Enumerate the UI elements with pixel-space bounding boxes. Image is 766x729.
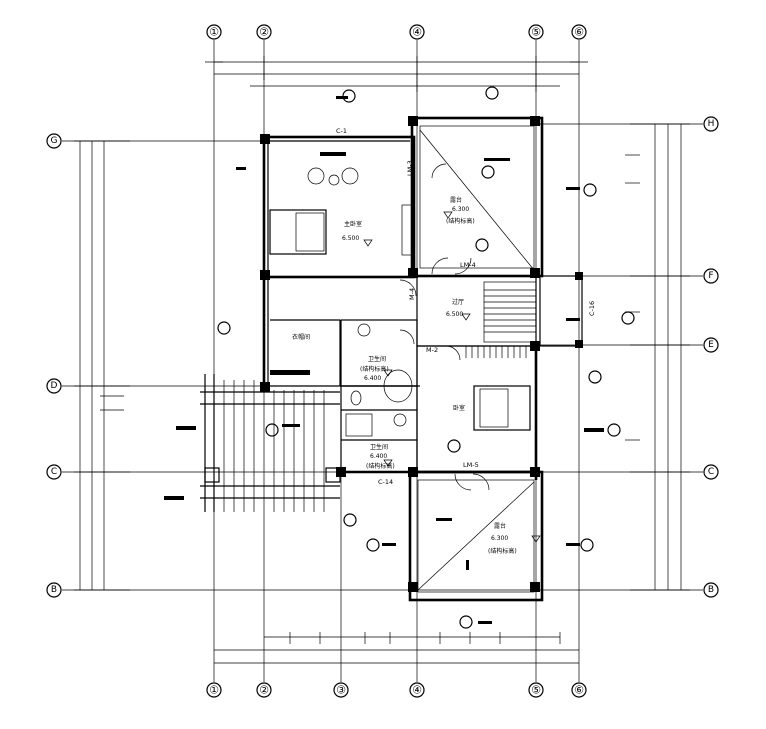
- axis-label-5-bottom: ⑤: [531, 684, 541, 697]
- axis-label-5-top: ⑤: [531, 26, 541, 39]
- room-labels: 主卧室 6.500 衣帽间 露台 6.300 (结构标高) 过厅 6.500 卫…: [292, 196, 517, 555]
- balcony-north-name: 露台: [450, 196, 462, 204]
- elevation-markers: [363, 211, 541, 543]
- bed: [473, 385, 531, 431]
- balcony-north-note: (结构标高): [446, 217, 475, 225]
- window-c14-label: C-14: [378, 478, 393, 486]
- axis-label-e: E: [708, 340, 714, 350]
- axis-label-g: G: [51, 136, 58, 146]
- column: [408, 116, 418, 126]
- column: [530, 341, 540, 351]
- axis-label-1-top: ①: [209, 26, 219, 39]
- column: [530, 467, 540, 477]
- opening-labels: C-1 LM-3 LM-4 LM-5 M-2 M-4 C-14 C-16: [336, 127, 596, 486]
- axis-label-b-right: B: [708, 585, 714, 595]
- annotation-tags: [164, 96, 604, 624]
- axis-label-c-left: C: [51, 467, 57, 477]
- axis-label-4-bottom: ④: [412, 684, 422, 697]
- axis-bubbles-bottom: [206, 682, 587, 698]
- bath-2-name: 卫生间: [370, 443, 388, 451]
- dimension-right: [625, 123, 690, 591]
- axis-bubbles-right: [703, 116, 719, 598]
- chair: [307, 167, 325, 185]
- axis-bubbles-top: [206, 24, 587, 40]
- dimension-left: [74, 140, 130, 591]
- window-c16-label: C-16: [588, 301, 596, 316]
- axis-label-6-top: ⑥: [574, 26, 584, 39]
- axis-label-1-bottom: ①: [209, 684, 219, 697]
- axis-label-3-bottom: ③: [336, 684, 346, 697]
- dimension-top: [205, 56, 588, 92]
- section-callouts: [217, 86, 635, 629]
- axis-label-4-top: ④: [412, 26, 422, 39]
- hall-elevation: 6.500: [446, 311, 463, 318]
- axis-label-2-top: ②: [259, 26, 269, 39]
- column: [260, 134, 270, 144]
- furniture: [269, 167, 531, 431]
- closet-name: 衣帽间: [292, 333, 310, 341]
- walls: [262, 116, 583, 602]
- column: [530, 116, 540, 126]
- staircase: [465, 281, 537, 358]
- door-lm4-label: LM-4: [460, 261, 476, 269]
- master-bedroom-name: 主卧室: [344, 220, 362, 228]
- column: [575, 340, 583, 348]
- structural-columns: [260, 116, 583, 592]
- balcony-north-elevation: 6.300: [452, 206, 469, 213]
- pergola: [200, 374, 341, 512]
- axis-label-f: F: [708, 271, 713, 281]
- column: [260, 382, 270, 392]
- axis-labels: ① ② ④ ⑤ ⑥ ① ② ③ ④ ⑤ ⑥ G H F E D C C B B: [51, 26, 715, 697]
- balcony-south-elevation: 6.300: [491, 535, 508, 542]
- bath-2-note: (结构标高): [366, 462, 395, 470]
- door-m2-label: M-2: [426, 346, 438, 354]
- bath-master-name: 卫生间: [368, 355, 386, 363]
- bath-2-elevation: 6.400: [370, 453, 387, 460]
- axis-label-c-right: C: [708, 467, 714, 477]
- doors: [399, 163, 490, 491]
- column: [408, 467, 418, 477]
- dimension-bottom: [214, 632, 579, 664]
- bed: [269, 209, 327, 255]
- column: [260, 270, 270, 280]
- balcony-south-name: 露台: [494, 522, 506, 530]
- door-lm5-label: LM-5: [463, 461, 479, 469]
- fixtures: [345, 323, 413, 437]
- bath-master-elevation: 6.400: [364, 375, 381, 382]
- axis-label-2-bottom: ②: [259, 684, 269, 697]
- balcony-south-note: (结构标高): [488, 547, 517, 555]
- chair: [341, 167, 359, 185]
- bedroom-name: 卧室: [453, 404, 465, 412]
- axis-label-b-left: B: [51, 585, 57, 595]
- column: [530, 582, 540, 592]
- door-lm3-label: LM-3: [406, 160, 414, 176]
- column: [575, 272, 583, 280]
- door-m4-label: M-4: [408, 288, 416, 300]
- column: [408, 582, 418, 592]
- axis-label-6-bottom: ⑥: [574, 684, 584, 697]
- axis-label-d: D: [51, 381, 58, 391]
- column: [408, 268, 418, 278]
- axis-label-h: H: [708, 119, 715, 129]
- axis-bubbles-left: [46, 133, 62, 598]
- window-c1-label: C-1: [336, 127, 347, 135]
- hall-name: 过厅: [452, 298, 464, 306]
- column: [530, 268, 540, 278]
- bath-master-note: (结构标高): [360, 365, 389, 373]
- column: [336, 467, 346, 477]
- master-bedroom-elevation: 6.500: [342, 235, 359, 242]
